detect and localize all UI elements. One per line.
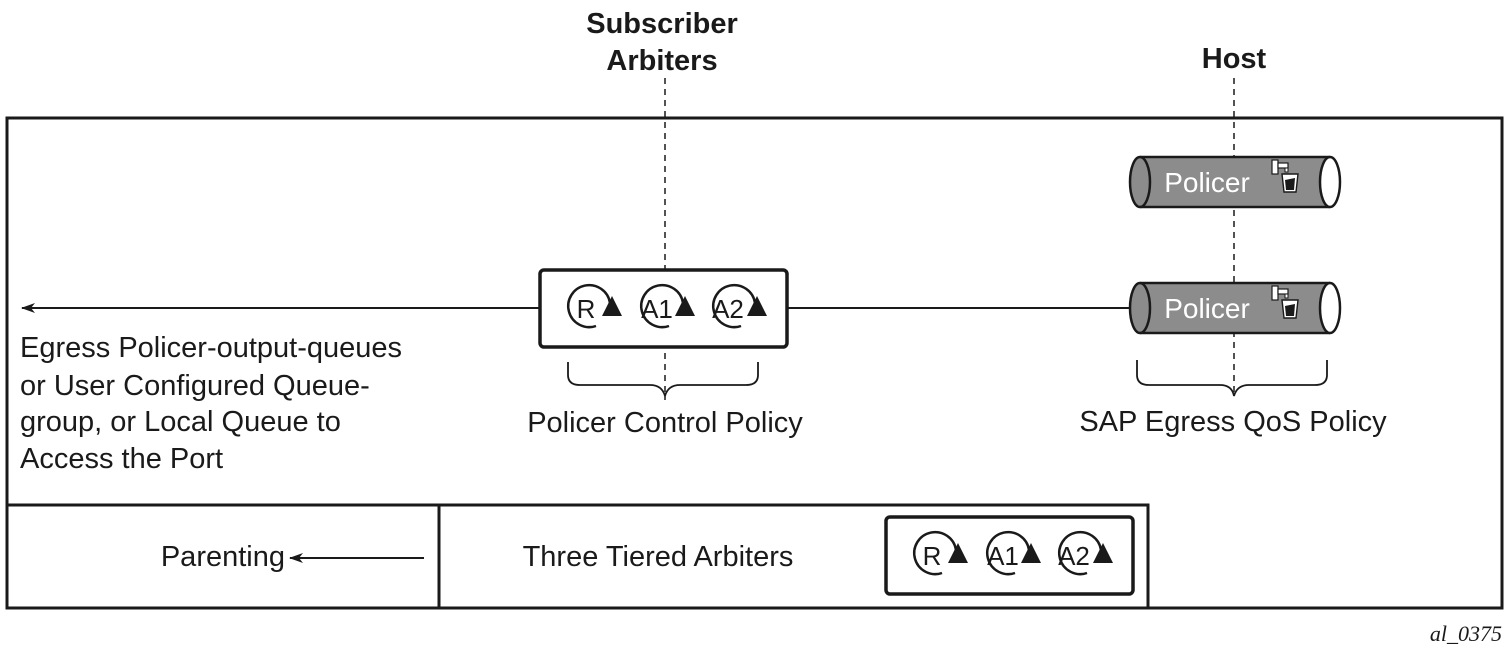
policer-bottom: Policer [1128, 281, 1342, 335]
arbiter-r-icon: R [913, 530, 968, 576]
egress-text-line1: Egress Policer-output-queues [20, 332, 402, 364]
control-policy-brace [567, 362, 759, 400]
subscriber-arbiters-label-line1: Subscriber [586, 8, 738, 40]
policer-control-policy-label: Policer Control Policy [527, 407, 803, 439]
three-tiered-box [437, 503, 1150, 610]
sap-egress-qos-policy-label: SAP Egress QoS Policy [1079, 406, 1387, 438]
host-label: Host [1202, 43, 1267, 75]
subscriber-arbiters-label-line2: Arbiters [606, 45, 717, 77]
egress-text-line2: or User Configured Queue- [20, 370, 370, 402]
arbiter-a2-label: A2 [712, 294, 744, 324]
arbiter-a1-label: A1 [987, 541, 1019, 571]
figure-id: al_0375 [1430, 621, 1502, 646]
egress-text-line4: Access the Port [20, 443, 223, 475]
parenting-label: Parenting [161, 541, 285, 573]
sap-egress-brace [1136, 360, 1328, 397]
policer-top: Policer [1128, 155, 1342, 209]
policer-top-label: Policer [1164, 167, 1250, 198]
arbiter-a1-icon: A1 [986, 530, 1041, 576]
arbiter-a1-label: A1 [641, 294, 673, 324]
arbiter-a2-label: A2 [1058, 541, 1090, 571]
three-tiered-arbiters-label: Three Tiered Arbiters [523, 541, 794, 573]
arbiter-r-label: R [577, 294, 596, 324]
egress-text-line3: group, or Local Queue to [20, 406, 341, 438]
arbiter-a2-icon: A2 [1058, 530, 1113, 576]
arbiter-r-label: R [923, 541, 942, 571]
arbiter-a2-icon: A2 [712, 283, 767, 329]
arbiter-a1-icon: A1 [640, 283, 695, 329]
arbiter-r-icon: R [567, 283, 622, 329]
policer-bottom-label: Policer [1164, 293, 1250, 324]
